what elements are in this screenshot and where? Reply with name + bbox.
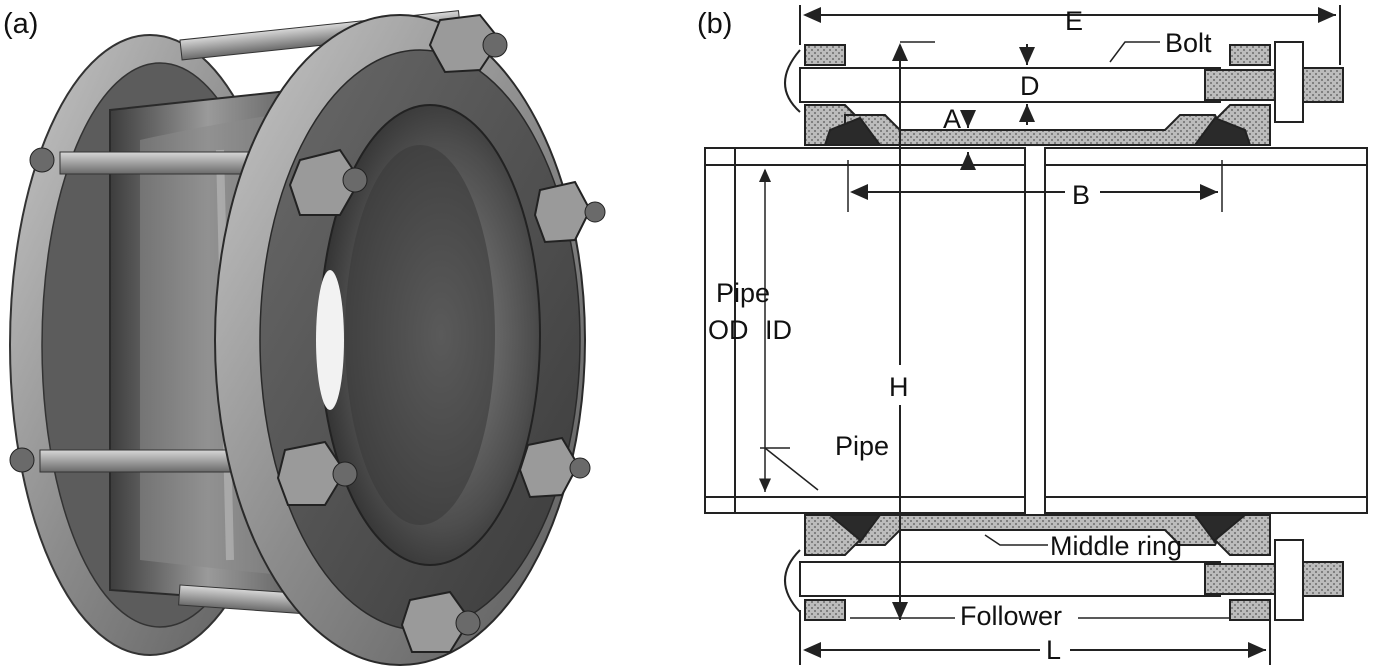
dimension-d-label: D — [1020, 71, 1040, 101]
bottom-middle-ring — [844, 514, 1232, 546]
coupling-photo — [9, 10, 606, 666]
pipe-od-label: OD — [708, 315, 749, 345]
top-middle-ring — [844, 114, 1232, 146]
bolt-nut — [428, 13, 508, 74]
bolt-nut — [288, 148, 368, 216]
bolt-label: Bolt — [1165, 28, 1212, 58]
dimension-b-label: B — [1072, 180, 1091, 210]
bolt-nut — [276, 440, 358, 506]
dimension-e-label: E — [1065, 6, 1084, 36]
bottom-bolt-shank — [799, 561, 1221, 597]
bolt-nut — [29, 147, 55, 173]
pipe-top-label: Pipe — [716, 278, 771, 308]
bolt-nut — [400, 590, 481, 653]
bolt-nut — [518, 436, 591, 499]
bolt-nut — [533, 180, 606, 244]
middle-ring-label: Middle ring — [1050, 531, 1183, 561]
pipe-bottom-label: Pipe — [835, 431, 890, 461]
panel-b-label: (b) — [697, 8, 733, 40]
dimension-a-label: A — [943, 104, 962, 134]
right-pipe — [1044, 147, 1368, 514]
coupling-section-drawing — [704, 5, 1368, 665]
follower-label: Follower — [960, 601, 1063, 631]
pipe-id-label: ID — [765, 315, 792, 345]
panel-a-label: (a) — [3, 8, 39, 40]
left-pipe — [704, 147, 1026, 514]
dimension-h-label: H — [889, 372, 909, 402]
dimension-l-label: L — [1046, 635, 1062, 665]
bolt-nut — [9, 447, 35, 473]
top-bolt-shank — [799, 67, 1221, 103]
